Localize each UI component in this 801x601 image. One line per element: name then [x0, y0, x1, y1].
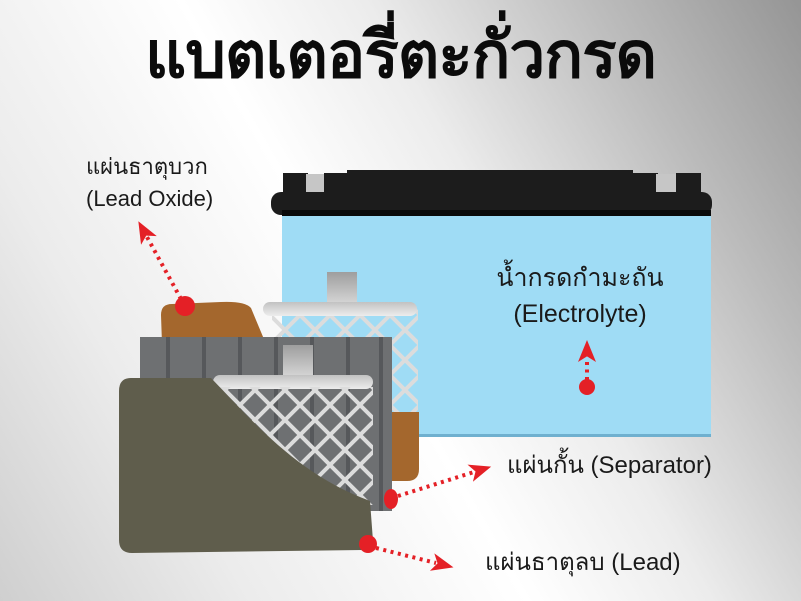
page-title: แบตเตอรี่ตะกั่วกรด — [145, 19, 657, 91]
label-separator-text: แผ่นกั้น (Separator) — [507, 452, 712, 479]
label-negative-plate-text: แผ่นธาตุลบ (Lead) — [485, 549, 681, 576]
battery-lid — [271, 170, 712, 218]
electrolyte-dot — [579, 379, 595, 395]
label-electrolyte-thai: น้ำกรดกำมะถัน — [496, 264, 664, 292]
label-positive-plate: แผ่นธาตุบวก (Lead Oxide) — [86, 151, 213, 215]
separator-leader — [397, 464, 492, 498]
negative-plate-leader — [375, 546, 454, 571]
grid-plate-lug — [283, 345, 313, 378]
label-positive-plate-english: (Lead Oxide) — [86, 186, 214, 211]
label-negative-plate: แผ่นธาตุลบ (Lead) — [485, 548, 681, 578]
callout-dots — [175, 296, 595, 553]
negative-plate — [119, 378, 373, 553]
positive-plate-dot — [175, 296, 195, 316]
separator-dot — [384, 489, 398, 509]
lid-underside-strip — [282, 210, 711, 218]
label-separator: แผ่นกั้น (Separator) — [507, 451, 712, 481]
terminal-post-right — [656, 174, 677, 197]
electrolyte-case-bottom-edge — [282, 434, 711, 437]
negative-plate-dot — [359, 535, 377, 553]
label-electrolyte-english: (Electrolyte) — [513, 300, 647, 328]
separator-rear-flange — [263, 302, 417, 316]
label-electrolyte: น้ำกรดกำมะถัน (Electrolyte) — [492, 260, 668, 332]
positive-plate-right-edge — [392, 412, 419, 481]
callout-leaders — [138, 221, 596, 571]
label-positive-plate-thai: แผ่นธาตุบวก — [86, 154, 208, 179]
positive-plate-leader — [138, 221, 183, 300]
grid-plate-flange — [213, 375, 373, 389]
terminal-post-left — [306, 174, 325, 197]
lid-band — [271, 192, 712, 215]
separator-rear-lug — [327, 272, 357, 305]
